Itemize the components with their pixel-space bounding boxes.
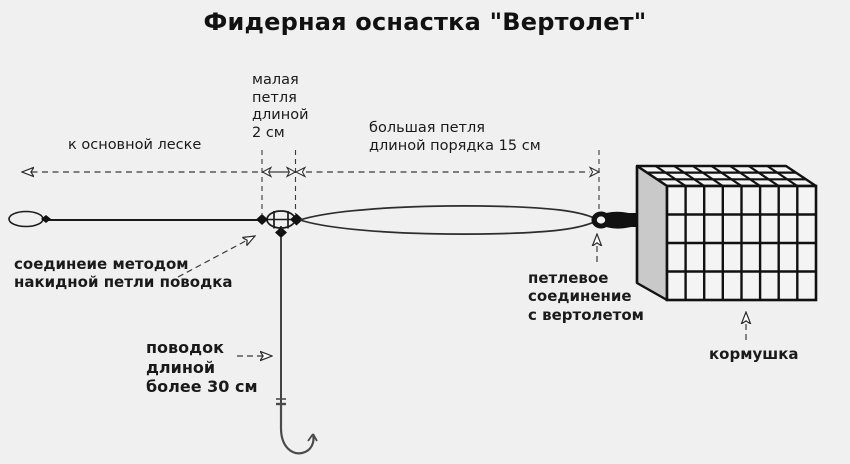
feeder-swivel-connector (591, 211, 640, 229)
label-small-loop: малая петля длиной 2 см (252, 72, 309, 142)
dimension-extension-lines (261, 150, 600, 214)
feeder-cage (635, 164, 818, 302)
page-title: Фидерная оснастка "Вертолет" (203, 8, 647, 36)
dimension-small-loop (261, 166, 297, 178)
label-big-loop: большая петля длиной порядка 15 см (369, 120, 541, 154)
label-feeder: кормушка (709, 345, 799, 363)
label-loop-connection: петлевое соединение с вертолетом (528, 269, 644, 324)
big-loop-oval (299, 205, 599, 235)
label-main-line: к основной леске (68, 137, 202, 153)
label-knot-connection: соединеие методом накидной петли поводка (14, 255, 233, 292)
fishing-hook (276, 398, 318, 455)
line-end-loop-icon (8, 210, 51, 228)
label-leader: поводок длиной более 30 см (146, 338, 258, 397)
dimension-big-loop (294, 166, 601, 178)
helicopter-swivel (256, 210, 303, 238)
pointer-knot-connection (177, 236, 255, 278)
